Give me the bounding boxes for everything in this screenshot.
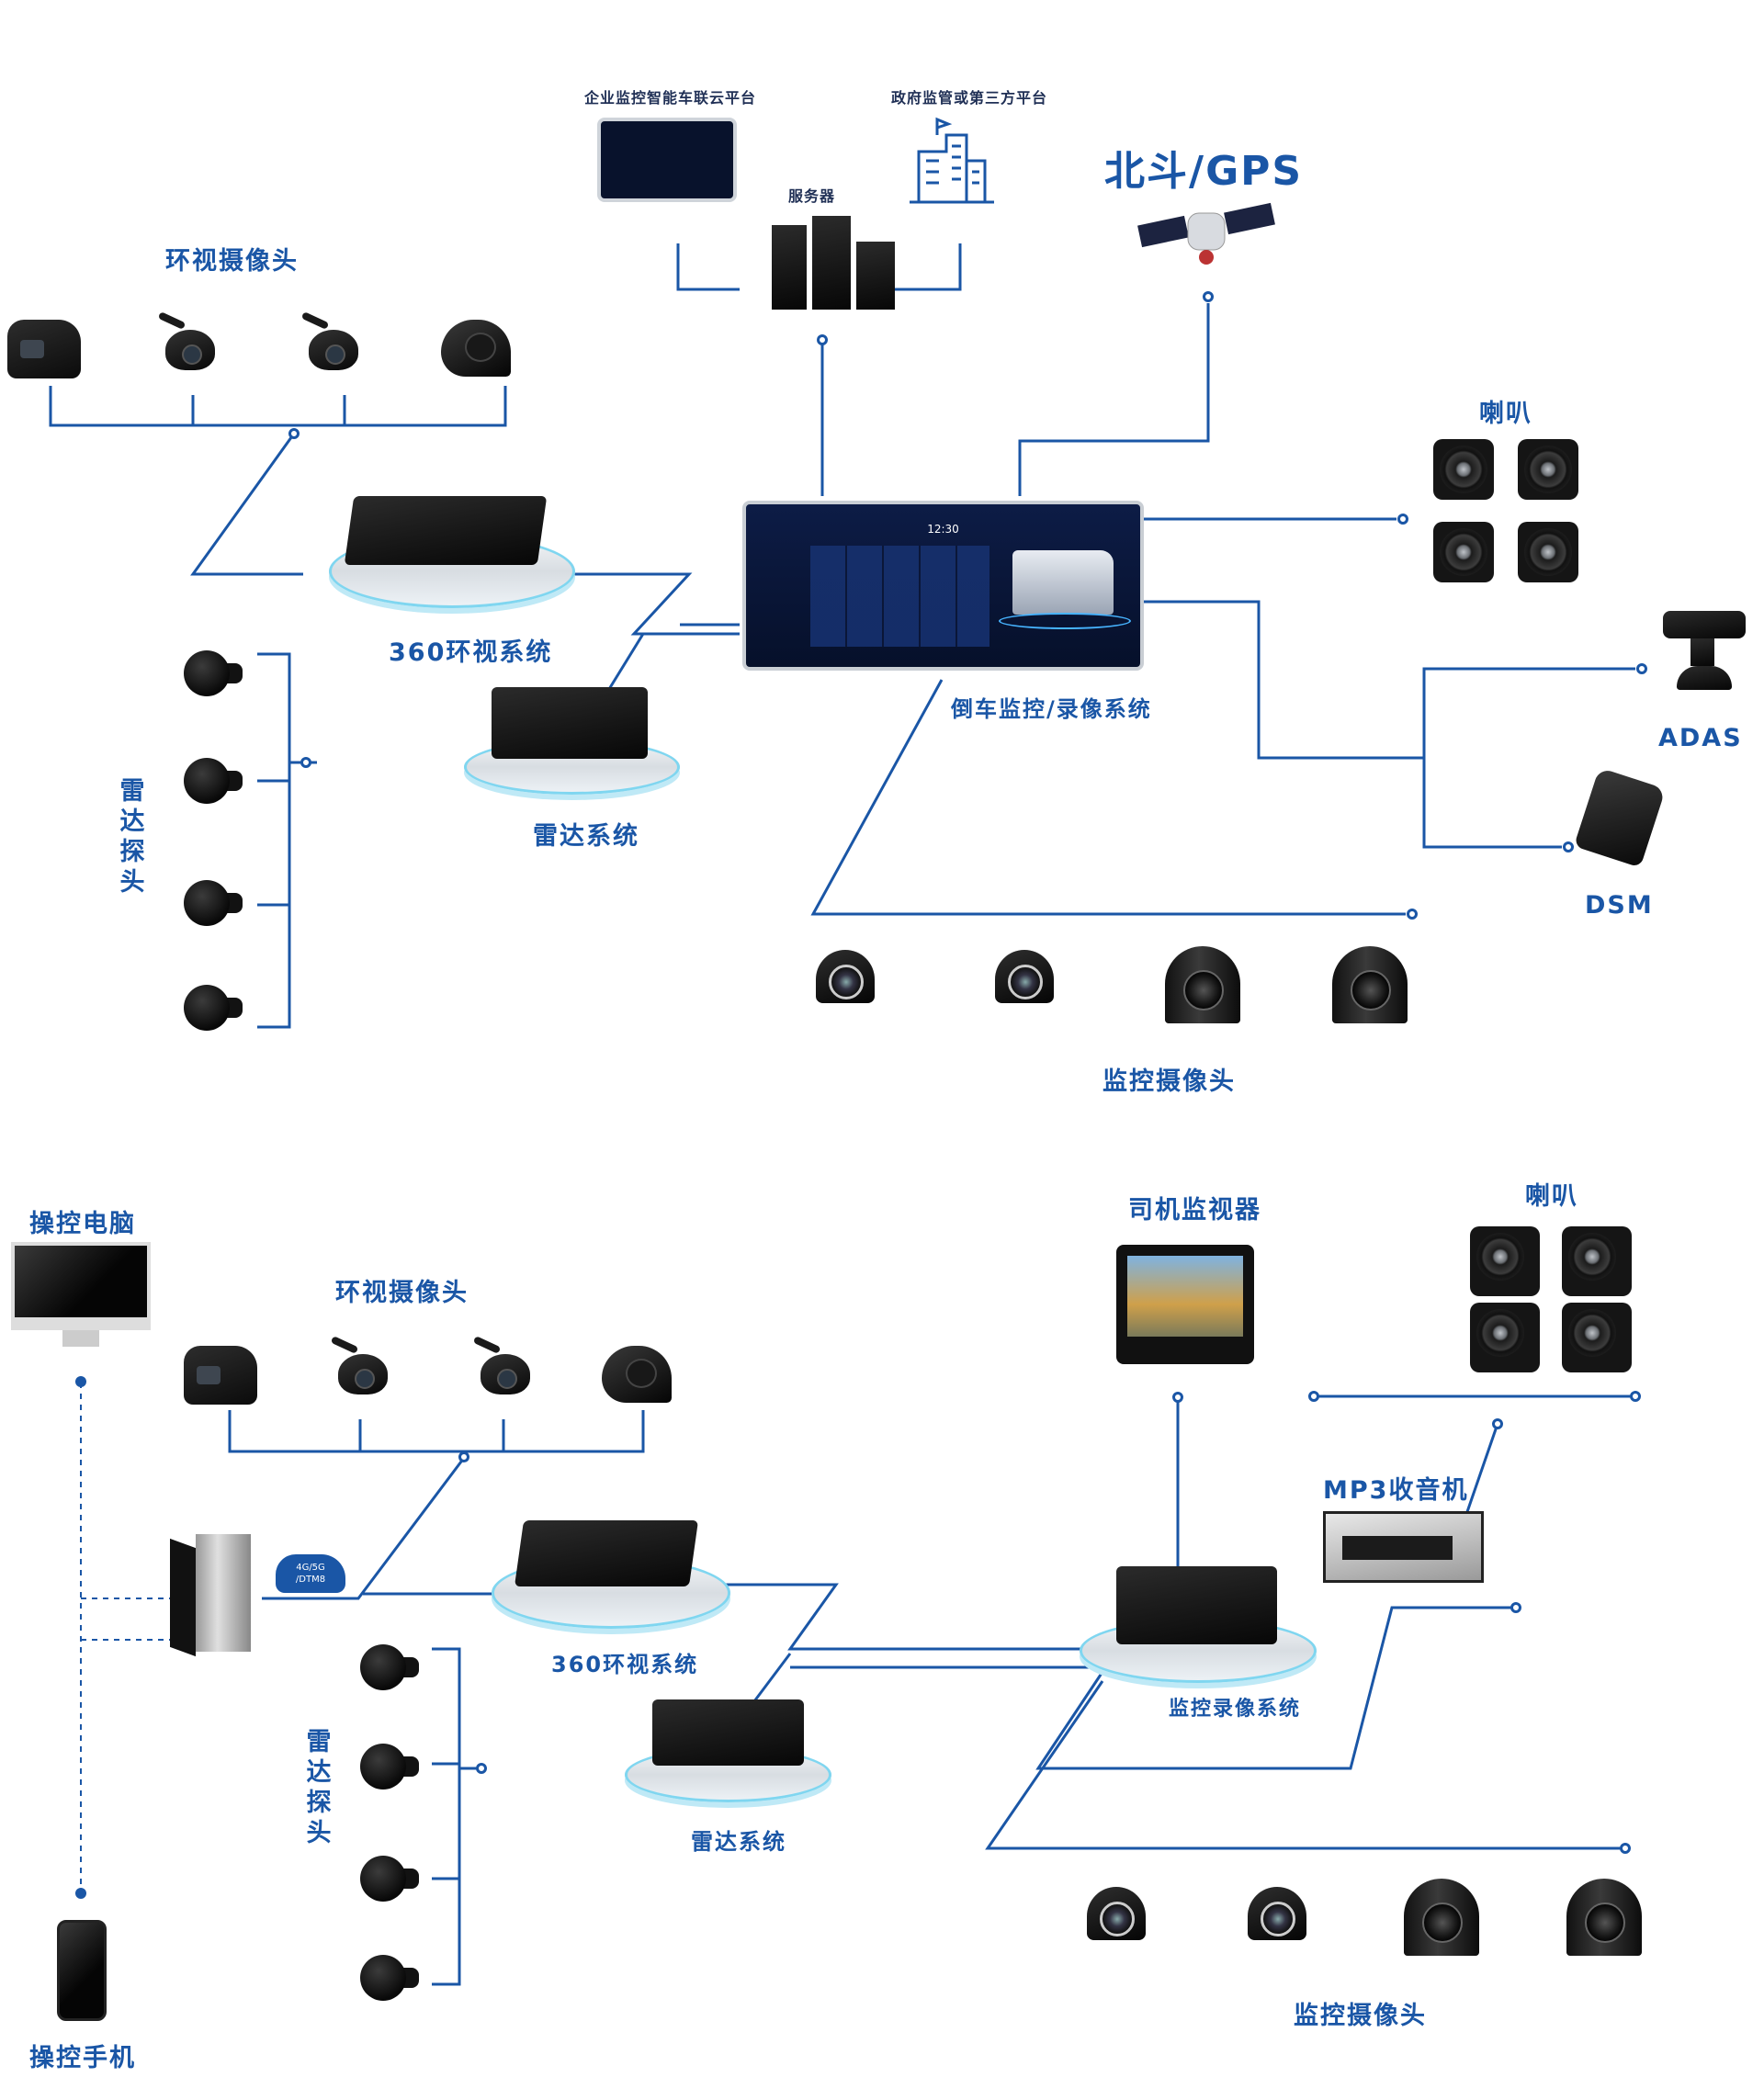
surround-camera-4-icon — [441, 320, 511, 377]
bottom-radar-probe-3-icon — [360, 1856, 421, 1903]
speakers-node — [1397, 514, 1408, 525]
radar-system-label: 雷达系统 — [533, 822, 639, 851]
recorder-system-label: 监控录像系统 — [1169, 1698, 1302, 1721]
adas-camera-icon — [1663, 611, 1746, 694]
surround-camera-1-icon — [7, 320, 81, 378]
monitor-camera-2-icon — [988, 944, 1061, 1018]
bottom-speaker-4-icon — [1562, 1303, 1632, 1372]
mp3-radio-icon — [1323, 1511, 1484, 1583]
adas-node — [1636, 663, 1647, 674]
bottom-monitor-camera-3-icon — [1404, 1879, 1479, 1956]
pc-link-dot — [75, 1376, 86, 1387]
beidou-gps-label: 北斗/GPS — [1104, 148, 1304, 195]
bottom-monitor-cameras-label: 监控摄像头 — [1294, 2002, 1427, 2030]
radar-probe-3-icon — [184, 880, 244, 928]
surround-camera-2-icon — [157, 311, 219, 374]
bottom-speaker-2-icon — [1562, 1226, 1632, 1296]
bottom-speaker-1-icon — [1470, 1226, 1540, 1296]
speaker-3-icon — [1433, 522, 1494, 582]
monitor-cameras-label: 监控摄像头 — [1102, 1067, 1236, 1096]
computer-icon — [11, 1242, 151, 1348]
mp3-radio-label: MP3收音机 — [1323, 1476, 1469, 1505]
phone-link-dot — [75, 1888, 86, 1899]
speaker-mp3-node — [1492, 1418, 1503, 1429]
speaker-4-icon — [1518, 522, 1578, 582]
bottom-speaker-3-icon — [1470, 1303, 1540, 1372]
mp3-node — [1510, 1602, 1521, 1613]
control-pc-label: 操控电脑 — [29, 1210, 136, 1238]
speaker-1-icon — [1433, 439, 1494, 500]
bottom-radar-probe-1-icon — [360, 1644, 421, 1692]
radar-probe-4-icon — [184, 985, 244, 1033]
bottom-monitor-cameras-node — [1620, 1843, 1631, 1854]
cloud-icon: 4G/5G/DTM8 — [276, 1554, 345, 1593]
monitor-camera-4-icon — [1332, 946, 1408, 1023]
bottom-radar-probes-label: 雷达探头 — [306, 1728, 332, 1847]
control-phone-label: 操控手机 — [29, 2044, 136, 2072]
bottom-surround-bus-node — [458, 1451, 469, 1462]
bottom-surround-system-label: 360环视系统 — [551, 1652, 699, 1677]
cloud-dashboard-screen — [597, 118, 737, 202]
surround-system-label: 360环视系统 — [389, 638, 553, 667]
building-icon — [910, 117, 994, 204]
bottom-speakers-node-left — [1308, 1391, 1319, 1402]
bottom-monitor-camera-4-icon — [1566, 1879, 1642, 1956]
radar-probes-label: 雷达探头 — [119, 777, 145, 897]
monitor-camera-3-icon — [1165, 946, 1240, 1023]
cloud-platform-label: 企业监控智能车联云平台 — [584, 89, 757, 107]
driver-monitor-node — [1172, 1392, 1183, 1403]
surround-system-device — [344, 496, 548, 565]
bottom-surround-camera-2-icon — [330, 1336, 391, 1398]
bottom-radar-probe-4-icon — [360, 1955, 421, 2003]
gps-node — [1203, 291, 1214, 302]
monitor-cameras-node — [1407, 909, 1418, 920]
dsm-label: DSM — [1585, 891, 1654, 920]
satellite-icon — [1137, 202, 1275, 265]
driver-monitor-icon — [1116, 1245, 1254, 1364]
driver-monitor-label: 司机监视器 — [1128, 1196, 1261, 1225]
surround-bus-node — [288, 428, 300, 439]
bottom-surround-cameras-label: 环视摄像头 — [335, 1279, 469, 1307]
bottom-surround-camera-3-icon — [472, 1336, 534, 1398]
gov-platform-label: 政府监管或第三方平台 — [891, 89, 1048, 107]
host-pc-icon — [170, 1534, 251, 1657]
speakers-label: 喇叭 — [1479, 400, 1532, 428]
bottom-radar-node — [476, 1763, 487, 1774]
bottom-surround-camera-4-icon — [602, 1346, 672, 1403]
server-label: 服务器 — [788, 187, 836, 205]
bottom-monitor-camera-1-icon — [1080, 1881, 1153, 1955]
dsm-node — [1563, 841, 1574, 852]
bottom-radar-system-device — [652, 1699, 804, 1766]
speaker-2-icon — [1518, 439, 1578, 500]
surround-cameras-label: 环视摄像头 — [165, 247, 299, 276]
monitor-camera-1-icon — [808, 944, 882, 1018]
radar-node — [300, 757, 311, 768]
radar-probe-1-icon — [184, 650, 244, 698]
recorder-system-device — [1116, 1566, 1277, 1644]
main-unit-clock: 12:30 — [927, 523, 959, 536]
bottom-surround-camera-1-icon — [184, 1346, 257, 1405]
bottom-speakers-node-right — [1630, 1391, 1641, 1402]
radar-probe-2-icon — [184, 758, 244, 806]
bottom-radar-probe-2-icon — [360, 1744, 421, 1791]
bottom-speakers-label: 喇叭 — [1525, 1182, 1578, 1211]
adas-label: ADAS — [1658, 724, 1743, 752]
bottom-radar-system-label: 雷达系统 — [691, 1829, 786, 1855]
server-icon — [764, 216, 902, 312]
server-node — [817, 334, 828, 345]
bottom-monitor-camera-2-icon — [1240, 1881, 1314, 1955]
main-unit-screen: 12:30 — [742, 501, 1144, 671]
bottom-surround-system-device — [514, 1520, 699, 1586]
radar-system-device — [492, 687, 648, 759]
phone-icon — [57, 1920, 107, 2021]
surround-camera-3-icon — [300, 311, 362, 374]
main-unit-label: 倒车监控/录像系统 — [951, 696, 1152, 722]
